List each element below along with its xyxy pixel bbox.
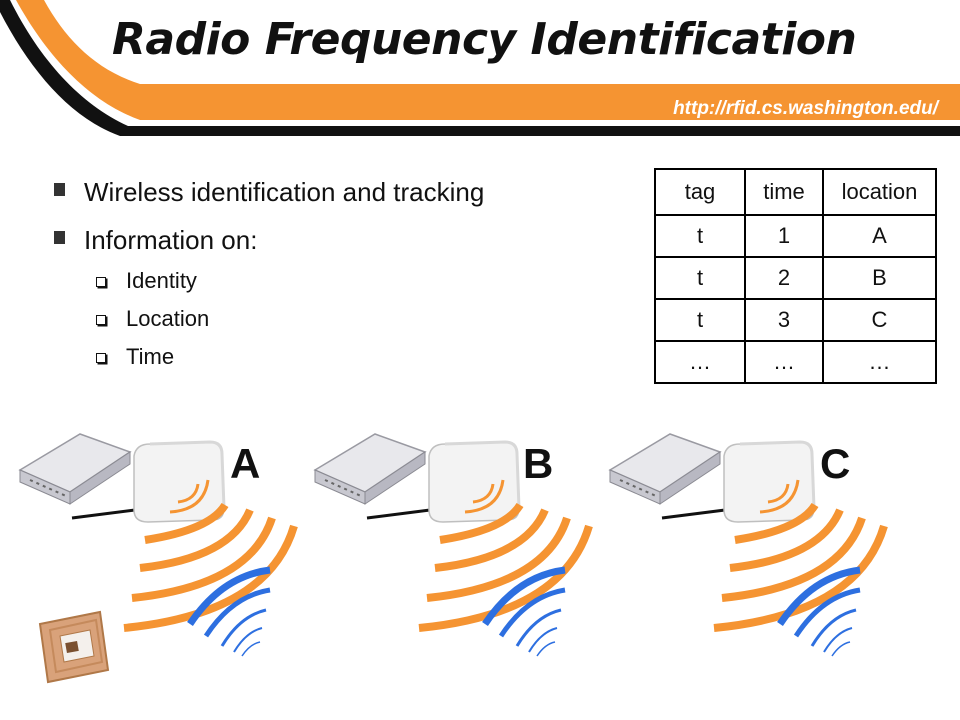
source-url: http://rfid.cs.washington.edu/: [673, 98, 938, 119]
table-header-row: tag time location: [654, 168, 937, 216]
table-cell: t: [654, 298, 746, 342]
rfid-tag-icon: [38, 610, 110, 684]
square-bullet-icon: [54, 231, 65, 244]
bullet-text: Information on:: [84, 225, 258, 255]
slide-title: Radio Frequency Identification: [112, 14, 857, 65]
sub-bullet-text: Identity: [126, 268, 197, 293]
table-cell: t: [654, 214, 746, 258]
column-header: tag: [654, 168, 746, 216]
square-bullet-icon: [54, 183, 65, 196]
tag-time-location-table: tag time location t 1 A t 2 B t 3 C … … …: [654, 168, 937, 384]
sub-bullet-item: Time: [96, 338, 209, 376]
column-header: time: [744, 168, 824, 216]
checkbox-bullet-icon: [96, 277, 106, 287]
bullet-item: Information on:: [50, 220, 484, 268]
table-cell: t: [654, 256, 746, 300]
sub-bullet-item: Location: [96, 300, 209, 338]
table-row: t 3 C: [654, 298, 937, 342]
sub-bullet-text: Location: [126, 306, 210, 331]
bullet-text: Wireless identification and tracking: [84, 177, 485, 207]
zone-label-a: A: [230, 440, 261, 487]
header-swoosh: [0, 0, 960, 136]
zone-label-b: B: [523, 440, 554, 487]
table-cell: 3: [744, 298, 824, 342]
sub-bullet-list: Identity Location Time: [96, 262, 209, 376]
table-row: … … …: [654, 340, 937, 384]
zone-label-c: C: [820, 440, 851, 487]
checkbox-bullet-icon: [96, 353, 106, 363]
column-header: location: [822, 168, 937, 216]
bullet-item: Wireless identification and tracking: [50, 172, 484, 220]
table-cell: A: [822, 214, 937, 258]
table-cell: …: [744, 340, 824, 384]
table-cell: B: [822, 256, 937, 300]
table-cell: …: [654, 340, 746, 384]
table-cell: 1: [744, 214, 824, 258]
table-cell: C: [822, 298, 937, 342]
table-row: t 2 B: [654, 256, 937, 300]
sub-bullet-item: Identity: [96, 262, 209, 300]
sub-bullet-text: Time: [126, 344, 175, 369]
bullet-list: Wireless identification and tracking Inf…: [50, 172, 484, 268]
table-cell: 2: [744, 256, 824, 300]
checkbox-bullet-icon: [96, 315, 106, 325]
rfid-scene: [0, 400, 960, 684]
table-row: t 1 A: [654, 214, 937, 258]
table-cell: …: [822, 340, 937, 384]
